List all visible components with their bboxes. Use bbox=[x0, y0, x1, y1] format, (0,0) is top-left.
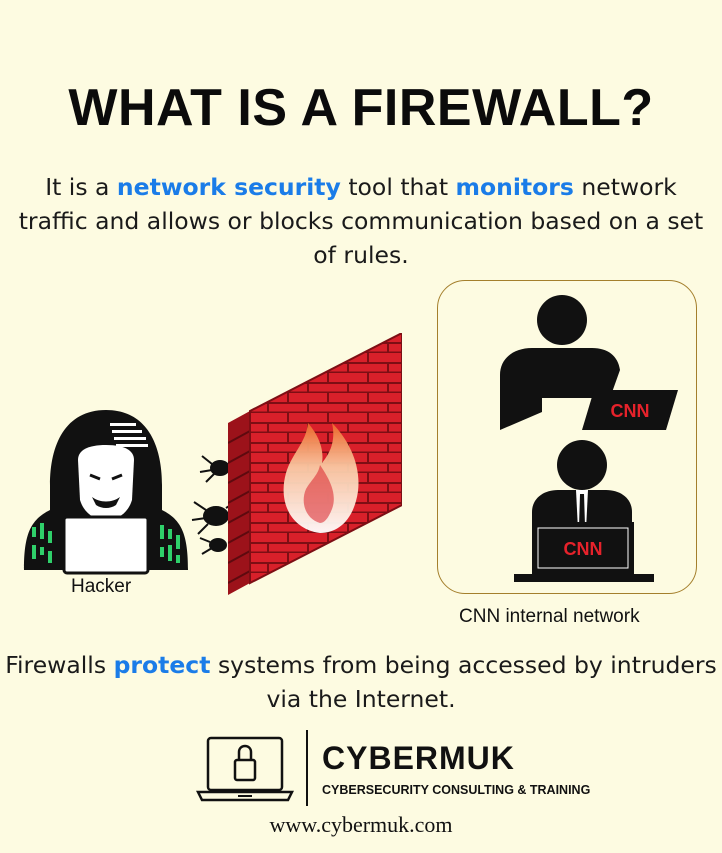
brand-name: CYBERMUK bbox=[322, 740, 515, 776]
network-users-icon: CNN CNN bbox=[500, 295, 678, 582]
brand-divider bbox=[306, 730, 308, 806]
network-label: CNN internal network bbox=[459, 606, 640, 627]
highlight-protect: protect bbox=[113, 651, 211, 679]
intro-text-2: tool that bbox=[340, 173, 456, 201]
page-title: WHAT IS A FIREWALL? bbox=[68, 79, 654, 137]
intro-text-3: network traffic and allows or blocks com… bbox=[18, 173, 704, 269]
brand-url-link[interactable]: www.cybermuk.com bbox=[269, 812, 453, 837]
network-box bbox=[437, 280, 697, 594]
outro-text-2: systems from being accessed by intruders… bbox=[210, 651, 717, 713]
outro-paragraph: Firewalls protect systems from being acc… bbox=[0, 648, 722, 716]
firewall-wall-icon bbox=[228, 333, 402, 595]
cnn-logo-bottom: CNN bbox=[564, 539, 603, 559]
intro-text-1: It is a bbox=[45, 173, 117, 201]
highlight-monitors: monitors bbox=[455, 173, 574, 201]
highlight-network-security: network security bbox=[116, 173, 341, 201]
laptop-lock-icon bbox=[196, 736, 294, 802]
brand-tagline: CYBERSECURITY CONSULTING & TRAINING bbox=[322, 783, 591, 797]
intro-paragraph: It is a network security tool that monit… bbox=[15, 170, 707, 272]
cnn-logo-top: CNN bbox=[611, 401, 650, 421]
hacker-label: Hacker bbox=[71, 576, 132, 597]
hacker-icon bbox=[24, 410, 188, 575]
outro-text-1: Firewalls bbox=[5, 651, 114, 679]
